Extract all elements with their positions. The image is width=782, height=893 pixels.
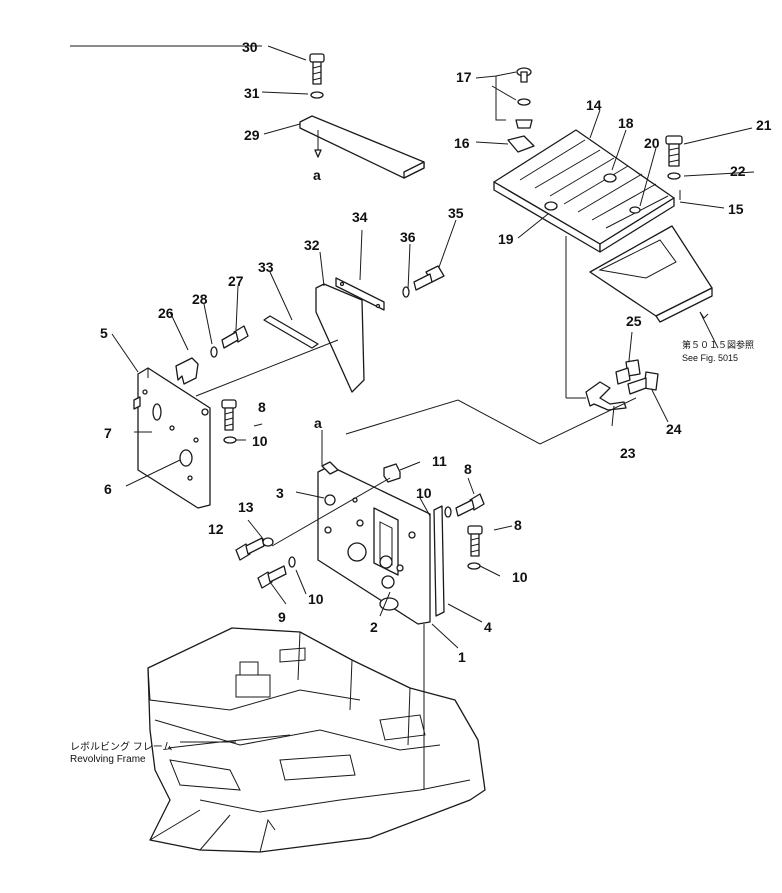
callout-17: 17: [456, 69, 472, 85]
marker-a-top: a: [313, 167, 321, 183]
callout-11: 11: [432, 453, 447, 469]
bolt-8-mid: [455, 493, 485, 517]
callout-19: 19: [498, 231, 514, 247]
callout-8a: 8: [258, 399, 266, 415]
bolt-35: [413, 265, 445, 291]
callout-22: 22: [730, 163, 746, 179]
callout-8c: 8: [514, 517, 522, 533]
callout-10b: 10: [416, 485, 432, 501]
washer-22: [667, 172, 681, 180]
callout-7: 7: [104, 425, 112, 441]
washer-31: [310, 91, 324, 99]
hardware: [210, 53, 683, 589]
revolving-frame-en: Revolving Frame: [70, 754, 146, 765]
callout-3: 3: [276, 485, 284, 501]
pin-24: [627, 371, 659, 395]
callout-10d: 10: [512, 569, 528, 585]
markers: a a: [313, 167, 322, 431]
bolt-8-right: [467, 525, 483, 557]
callout-8b: 8: [464, 461, 472, 477]
callout-2: 2: [370, 619, 378, 635]
callout-23: 23: [620, 445, 636, 461]
side-panel: [133, 357, 211, 509]
see-fig-jp: 第５０１５図参照: [682, 339, 754, 350]
callout-9: 9: [278, 609, 286, 625]
callout-28: 28: [192, 291, 208, 307]
callout-32: 32: [304, 237, 320, 253]
notes: 第５０１５図参照 See Fig. 5015 レボルビング フレーム Revol…: [70, 339, 754, 765]
callout-5: 5: [100, 325, 108, 341]
strap-33: [263, 315, 319, 349]
cover-plate: [299, 115, 425, 179]
revolving-frame-jp: レボルビング フレーム: [70, 740, 172, 753]
callouts: 1 2 3 4 5 6 7 8 8 8 9 10 10 10 10 11 12 …: [100, 39, 772, 665]
callout-15: 15: [728, 201, 744, 217]
callout-29: 29: [244, 127, 260, 143]
main-panel: [317, 461, 445, 790]
knob-17: [515, 67, 533, 129]
floor-plate: [493, 129, 681, 398]
callout-1: 1: [458, 649, 466, 665]
callout-33: 33: [258, 259, 274, 275]
callout-13: 13: [238, 499, 254, 515]
floor-bracket: [589, 225, 713, 323]
callout-6: 6: [104, 481, 112, 497]
leader-lines: [70, 45, 755, 743]
washer-10-mid: [288, 556, 296, 568]
callout-18: 18: [618, 115, 634, 131]
washer-10-mid-right: [444, 506, 452, 518]
callout-16: 16: [454, 135, 470, 151]
callout-4: 4: [484, 619, 492, 635]
bolt-8-left: [221, 399, 237, 431]
callout-12: 12: [208, 521, 224, 537]
marker-a-panel: a: [314, 415, 322, 431]
callout-31: 31: [244, 85, 260, 101]
washer-10-right: [467, 562, 481, 570]
washer-10-left: [223, 436, 237, 444]
callout-30: 30: [242, 39, 258, 55]
callout-26: 26: [158, 305, 174, 321]
latch: [585, 381, 627, 411]
callout-35: 35: [448, 205, 464, 221]
revolving-frame: [147, 627, 486, 853]
bolt-12: [235, 537, 265, 561]
callout-10a: 10: [252, 433, 268, 449]
bolt-9: [257, 565, 287, 589]
see-fig-en: See Fig. 5015: [682, 353, 738, 363]
washer-36: [402, 286, 410, 298]
callout-27: 27: [228, 273, 244, 289]
cover-plate-32: [315, 277, 385, 393]
callout-34: 34: [352, 209, 368, 225]
callout-21: 21: [756, 117, 772, 133]
bolt-27: [221, 325, 249, 349]
bolt-30: [309, 53, 325, 85]
callout-10c: 10: [308, 591, 324, 607]
bolt-25: [615, 359, 641, 385]
washer-13: [262, 537, 274, 547]
callout-24: 24: [666, 421, 682, 437]
callout-25: 25: [626, 313, 642, 329]
callout-14: 14: [586, 97, 602, 113]
callout-20: 20: [644, 135, 660, 151]
bolt-21: [665, 135, 683, 167]
washer-28: [210, 346, 218, 358]
callout-36: 36: [400, 229, 416, 245]
plate-16: [507, 135, 535, 153]
